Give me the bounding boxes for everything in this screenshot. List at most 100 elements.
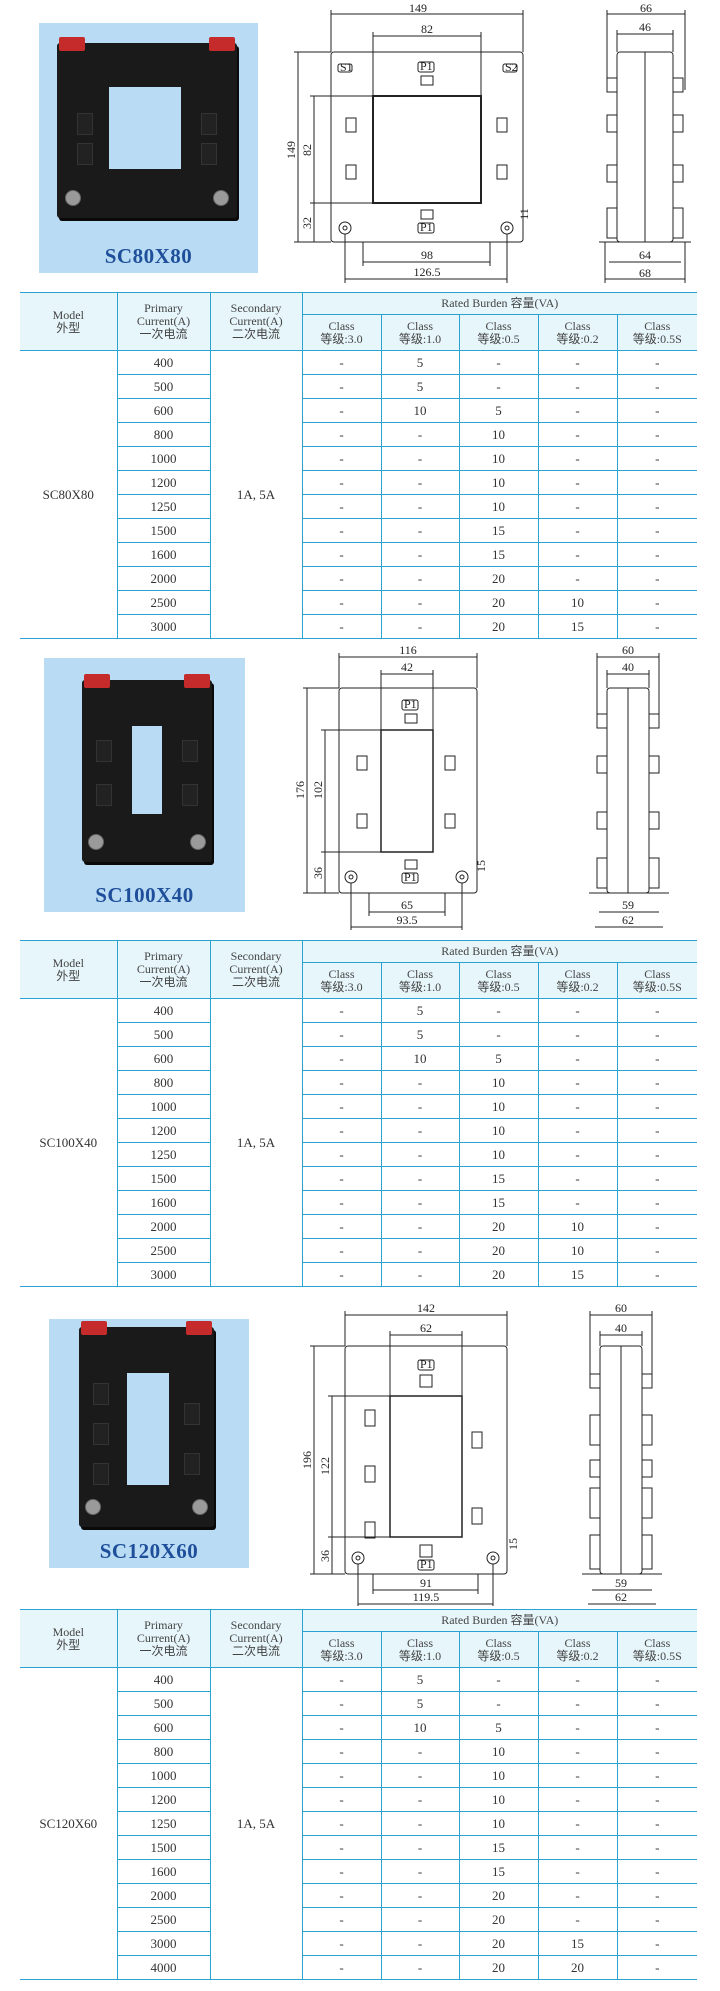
burden-cell-c05: - <box>458 1022 539 1047</box>
burden-cell-c30: - <box>301 398 382 423</box>
product-photo-sc80x80: SC80X80 <box>39 23 258 273</box>
burden-cell-c05s: - <box>616 1715 698 1740</box>
burden-cell-c10: 10 <box>380 1046 460 1071</box>
primary-current-cell: 800 <box>116 422 211 447</box>
primary-current-cell: 1200 <box>116 470 211 495</box>
burden-cell-c02: 15 <box>537 1931 618 1956</box>
dim-window-height: 82 <box>300 144 314 156</box>
side-view-drawing-sc100x40: 60 40 59 62 <box>585 640 675 930</box>
burden-cell-c30: - <box>301 1715 382 1740</box>
dim-width: 142 <box>417 1301 435 1315</box>
burden-cell-c30: - <box>301 1835 382 1860</box>
burden-cell-c30: - <box>301 470 382 495</box>
primary-current-cell: 2000 <box>116 566 211 591</box>
ct-body-image <box>57 37 237 218</box>
burden-cell-c30: - <box>301 1763 382 1788</box>
burden-cell-c10: 5 <box>380 1691 460 1716</box>
burden-cell-c05: - <box>458 374 539 399</box>
primary-current-cell: 1250 <box>116 1811 211 1836</box>
dim-bottom: 32 <box>300 217 314 229</box>
primary-current-cell: 600 <box>116 1715 211 1740</box>
burden-cell-c10: - <box>380 614 460 639</box>
burden-cell-c05: 10 <box>458 1070 539 1095</box>
burden-cell-c10: - <box>380 590 460 615</box>
burden-cell-c02: - <box>537 494 618 519</box>
table-row: 1500--15-- <box>20 1166 698 1191</box>
burden-cell-c02: - <box>537 470 618 495</box>
burden-cell-c10: - <box>380 1094 460 1119</box>
table-row: 500-5--- <box>20 1022 698 1047</box>
burden-cell-c05: - <box>458 1667 539 1692</box>
primary-current-cell: 2500 <box>116 1907 211 1932</box>
burden-cell-c10: - <box>380 1811 460 1836</box>
front-view-drawing-sc100x40: P1 P1 116 42 176 102 36 15 65 93.5 <box>293 640 495 930</box>
burden-cell-c05: 10 <box>458 1787 539 1812</box>
primary-current-cell: 2500 <box>116 590 211 615</box>
model-cell: SC100X40 <box>20 998 118 1287</box>
burden-cell-c02: - <box>537 1835 618 1860</box>
burden-cell-c05: 10 <box>458 1739 539 1764</box>
burden-cell-c05s: - <box>616 998 698 1023</box>
burden-cell-c30: - <box>301 1907 382 1932</box>
dim-side-bottom-inner: 59 <box>622 898 634 912</box>
burden-cell-c02: 10 <box>537 1238 618 1263</box>
burden-cell-c30: - <box>301 1931 382 1956</box>
burden-cell-c05s: - <box>616 1142 698 1167</box>
primary-current-cell: 1500 <box>116 1835 211 1860</box>
burden-cell-c02: - <box>537 1739 618 1764</box>
burden-cell-c02: - <box>537 1859 618 1884</box>
dim-height: 176 <box>293 781 307 799</box>
burden-cell-c05s: - <box>616 422 698 447</box>
dim-height: 196 <box>300 1451 314 1469</box>
burden-cell-c05: 15 <box>458 1190 539 1215</box>
dim-bottom: 36 <box>318 1550 332 1562</box>
burden-cell-c05: 5 <box>458 1046 539 1071</box>
burden-cell-c05s: - <box>616 1166 698 1191</box>
model-cell: SC80X80 <box>20 350 118 639</box>
burden-cell-c30: - <box>301 350 382 375</box>
ct-body-image <box>82 674 212 862</box>
table-row: 800--10-- <box>20 422 698 447</box>
burden-cell-c05: 20 <box>458 1883 539 1908</box>
burden-cell-c10: - <box>380 494 460 519</box>
burden-cell-c05: 15 <box>458 542 539 567</box>
primary-current-cell: 400 <box>116 998 211 1023</box>
burden-cell-c05: 10 <box>458 1763 539 1788</box>
burden-cell-c05: 20 <box>458 1907 539 1932</box>
table-row: 1250--10-- <box>20 1811 698 1836</box>
burden-cell-c05: 20 <box>458 590 539 615</box>
burden-cell-c05s: - <box>616 1787 698 1812</box>
burden-cell-c02: - <box>537 566 618 591</box>
burden-cell-c02: - <box>537 1787 618 1812</box>
burden-cell-c05: 15 <box>458 1859 539 1884</box>
primary-current-cell: 600 <box>116 1046 211 1071</box>
burden-cell-c05: 10 <box>458 1094 539 1119</box>
burden-cell-c10: - <box>380 470 460 495</box>
table-row: 1500--15-- <box>20 1835 698 1860</box>
burden-cell-c05: 10 <box>458 1118 539 1143</box>
burden-cell-c02: 15 <box>537 1262 618 1287</box>
burden-cell-c10: - <box>380 1739 460 1764</box>
front-view-drawing-sc80x80: P1 P1 S1 S2 149 82 149 82 32 11 98 126.5 <box>284 0 535 285</box>
burden-cell-c10: 5 <box>380 350 460 375</box>
burden-cell-c05: 20 <box>458 1238 539 1263</box>
burden-cell-c10: 5 <box>380 374 460 399</box>
primary-current-cell: 2000 <box>116 1214 211 1239</box>
burden-cell-c05: 10 <box>458 422 539 447</box>
table-row: 1600--15-- <box>20 1859 698 1884</box>
dim-window-height: 102 <box>311 781 325 799</box>
dim-hole-offset: 11 <box>517 208 531 220</box>
burden-cell-c02: - <box>537 1883 618 1908</box>
primary-current-cell: 1500 <box>116 1166 211 1191</box>
